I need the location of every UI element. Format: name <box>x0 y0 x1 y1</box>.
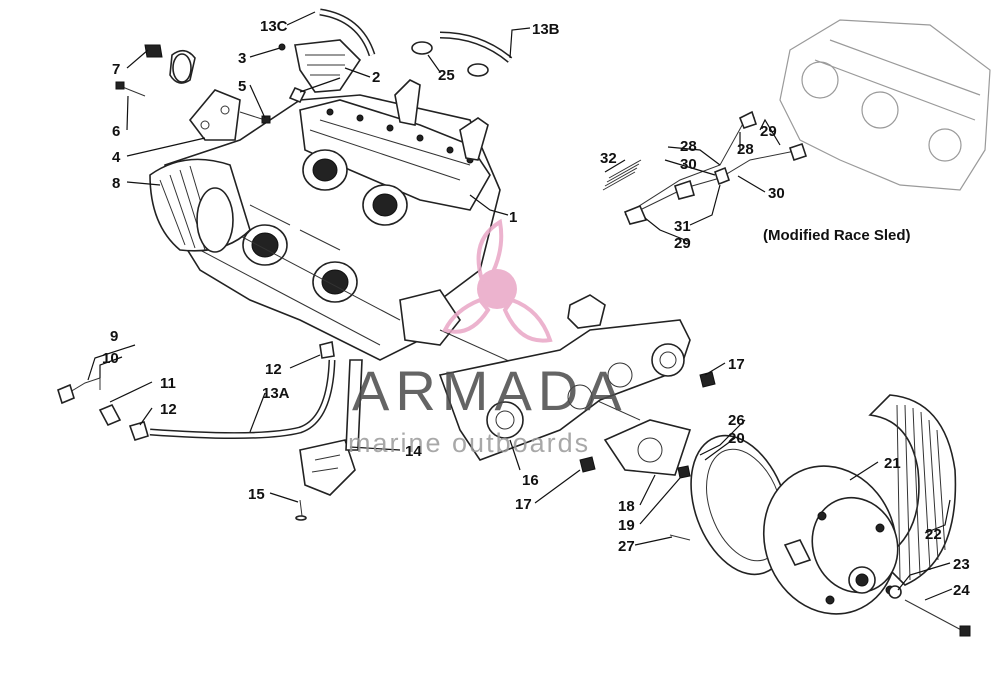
callout-label: 25 <box>438 67 455 84</box>
race-sled-inset <box>602 19 991 225</box>
propeller-logo-icon <box>442 218 553 343</box>
oil-line-assembly <box>57 341 336 441</box>
callout-label: 2 <box>372 69 380 86</box>
callout-label: 30 <box>680 156 697 173</box>
callout-label: 30 <box>768 185 785 202</box>
drive-plates <box>438 294 716 479</box>
callout-labels: 1 2 3 4 5 6 7 8 9 10 11 12 12 13A 13B 13… <box>102 18 970 599</box>
callout-label: 32 <box>600 150 617 167</box>
callout-label: 13A <box>262 385 290 402</box>
callout-label: 24 <box>953 582 970 599</box>
callout-label: 5 <box>238 78 246 95</box>
callout-label: 26 <box>728 412 745 429</box>
callout-label: 17 <box>728 356 745 373</box>
oil-tank-bracket <box>295 359 363 521</box>
leader-lines <box>87 11 953 601</box>
callout-label: 18 <box>618 498 635 515</box>
callout-label: 20 <box>728 430 745 447</box>
callout-label: 15 <box>248 486 265 503</box>
callout-label: 19 <box>618 517 635 534</box>
callout-label: 21 <box>884 455 901 472</box>
callout-label: 1 <box>509 209 517 226</box>
exhaust-plate <box>278 39 362 104</box>
callout-label: 3 <box>238 50 246 67</box>
callout-label: 10 <box>102 350 119 367</box>
callout-label: 9 <box>110 328 118 345</box>
callout-label: 11 <box>160 375 176 392</box>
callout-label: 8 <box>112 175 120 192</box>
callout-label: 6 <box>112 123 120 140</box>
callout-label: 29 <box>674 235 691 252</box>
inset-caption: (Modified Race Sled) <box>763 227 911 244</box>
callout-label: 23 <box>953 556 970 573</box>
watermark: ARMADA marine outboards <box>348 218 628 458</box>
drive-clutch <box>669 394 971 637</box>
callout-label: 28 <box>737 141 754 158</box>
callout-label: 22 <box>925 526 942 543</box>
watermark-brand: ARMADA <box>352 359 628 422</box>
coolant-hoses <box>319 8 513 77</box>
callout-label: 13B <box>532 21 560 38</box>
recoil-starter <box>149 158 251 253</box>
callout-label: 31 <box>674 218 691 235</box>
callout-label: 7 <box>112 61 120 78</box>
callout-label: 16 <box>522 472 539 489</box>
callout-label: 12 <box>160 401 177 418</box>
callout-label: 14 <box>405 443 422 460</box>
watermark-tagline: marine outboards <box>348 428 590 458</box>
callout-label: 4 <box>112 149 121 166</box>
callout-label: 28 <box>680 138 697 155</box>
callout-label: 17 <box>515 496 532 513</box>
engine-mount-bracket <box>115 44 271 141</box>
callout-label: 13C <box>260 18 288 35</box>
callout-label: 29 <box>760 123 777 140</box>
callout-label: 27 <box>618 538 635 555</box>
callout-label: 12 <box>265 361 282 378</box>
